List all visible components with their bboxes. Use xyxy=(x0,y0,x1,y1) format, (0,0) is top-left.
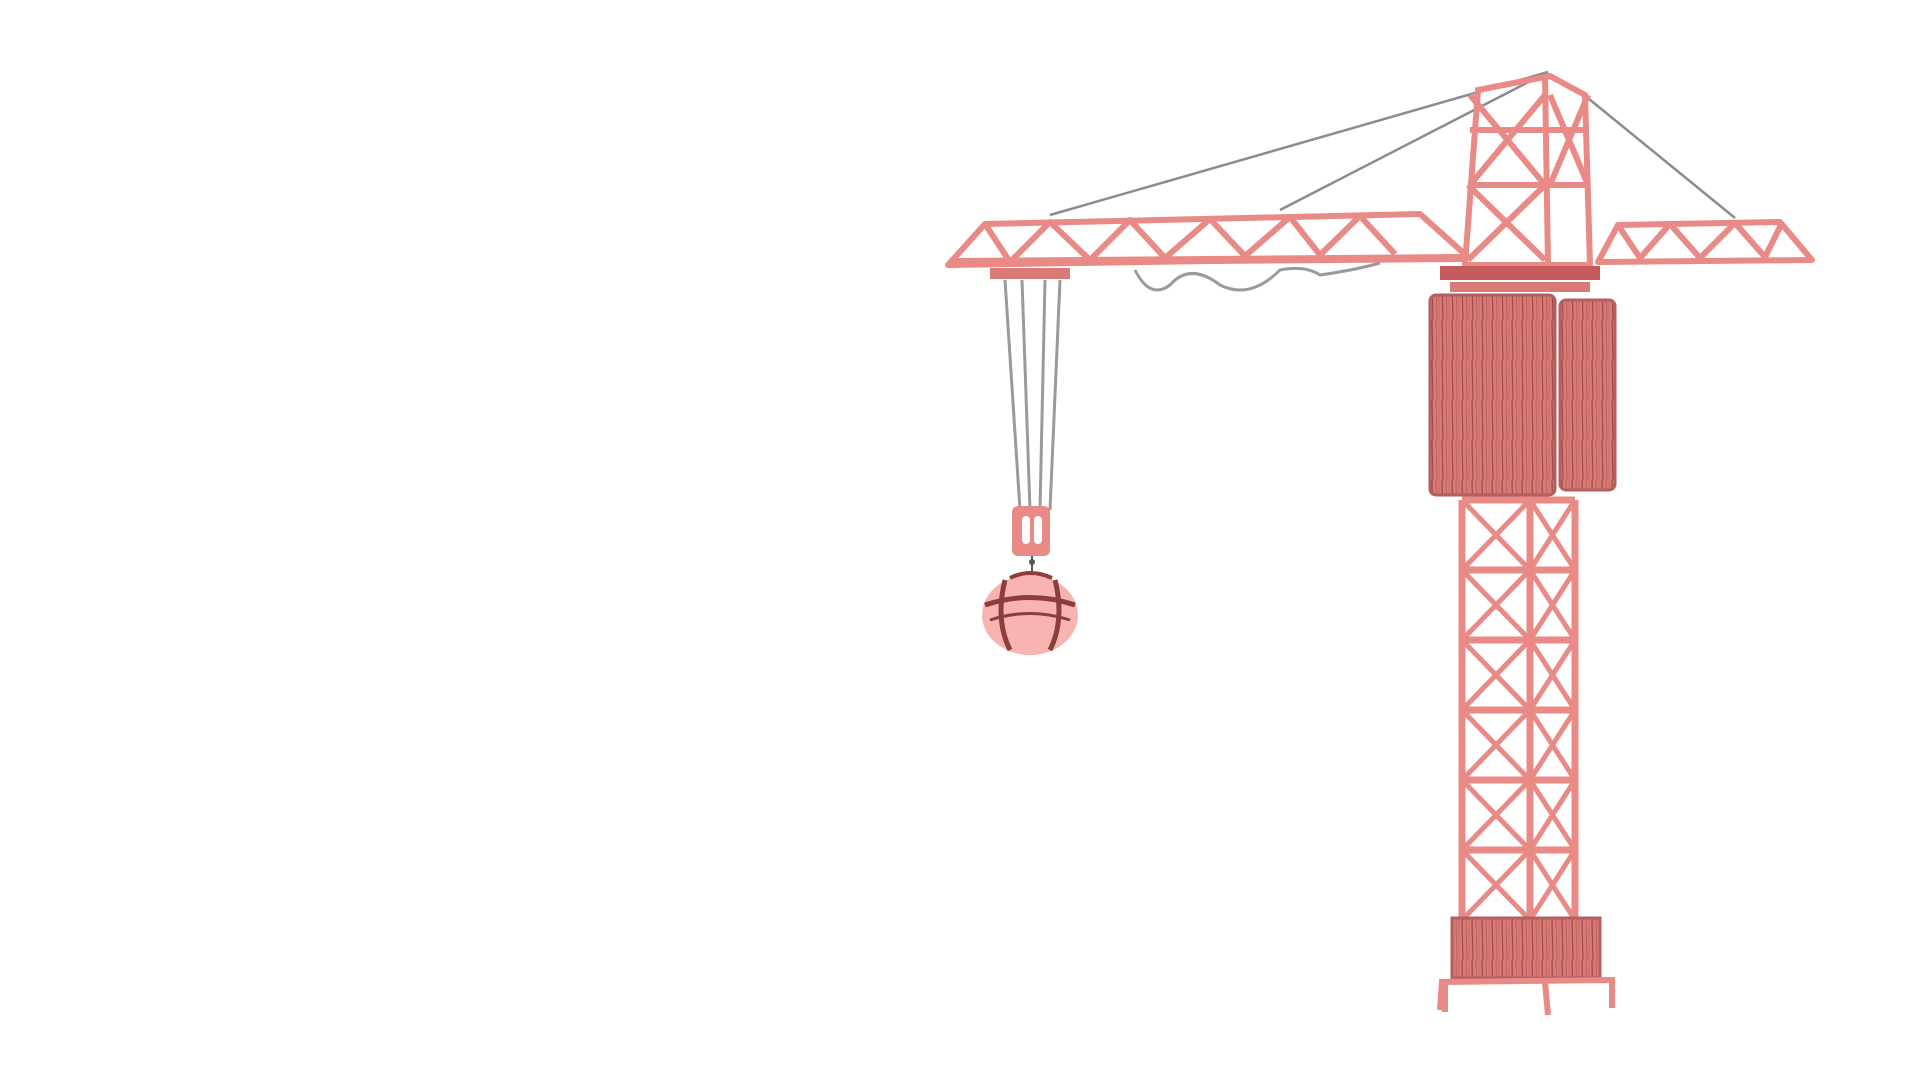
slack-cable xyxy=(1133,261,1381,292)
slewing-plate xyxy=(1450,282,1590,292)
mast-head xyxy=(1461,72,1594,268)
hook-block-icon xyxy=(1012,506,1050,578)
trolley xyxy=(990,268,1070,279)
support-cables xyxy=(1049,70,1736,219)
wrecking-ball-icon xyxy=(982,571,1078,655)
crane-jib-icon xyxy=(945,211,1471,268)
hoist-cables xyxy=(1003,279,1062,511)
crane-base xyxy=(1437,916,1615,1016)
crane-tower-icon xyxy=(1458,496,1579,924)
counter-jib-cable xyxy=(1577,89,1736,219)
jib-cable-inner xyxy=(1279,70,1549,212)
counter-jib-icon xyxy=(1595,219,1815,265)
cab-housing xyxy=(1428,293,1617,497)
slewing-ring xyxy=(1440,266,1600,280)
jib-cable-outer xyxy=(1049,70,1549,217)
